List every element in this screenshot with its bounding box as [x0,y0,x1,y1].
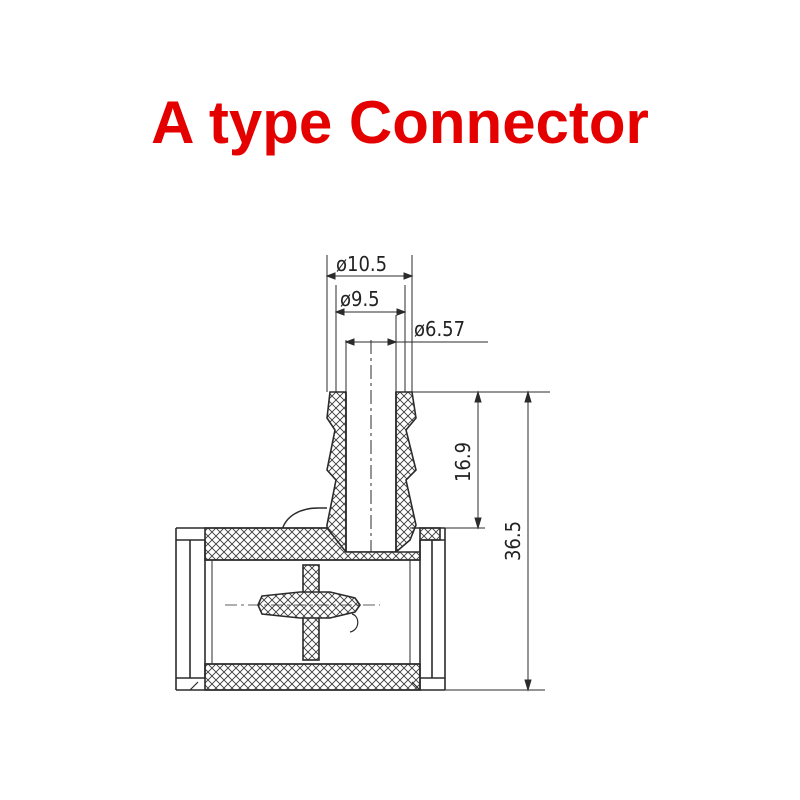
page-title: A type Connector [151,89,649,156]
dim-mid-diameter: ø9.5 [340,287,380,311]
dim-outer-diameter: ø10.5 [336,252,387,276]
dim-total-height: 36.5 [501,521,525,561]
barb-left-wall [326,391,347,554]
connector-body [175,527,446,691]
body-bottom-wall [204,663,421,691]
barb-right-wall [395,391,417,554]
inner-valve [225,564,380,661]
dim-barb-length: 16.9 [451,442,475,482]
dim-inner-diameter: ø6.57 [414,317,465,341]
dimension-lines [325,255,550,692]
valve-cross [257,591,361,619]
barb-nipple [281,340,417,560]
